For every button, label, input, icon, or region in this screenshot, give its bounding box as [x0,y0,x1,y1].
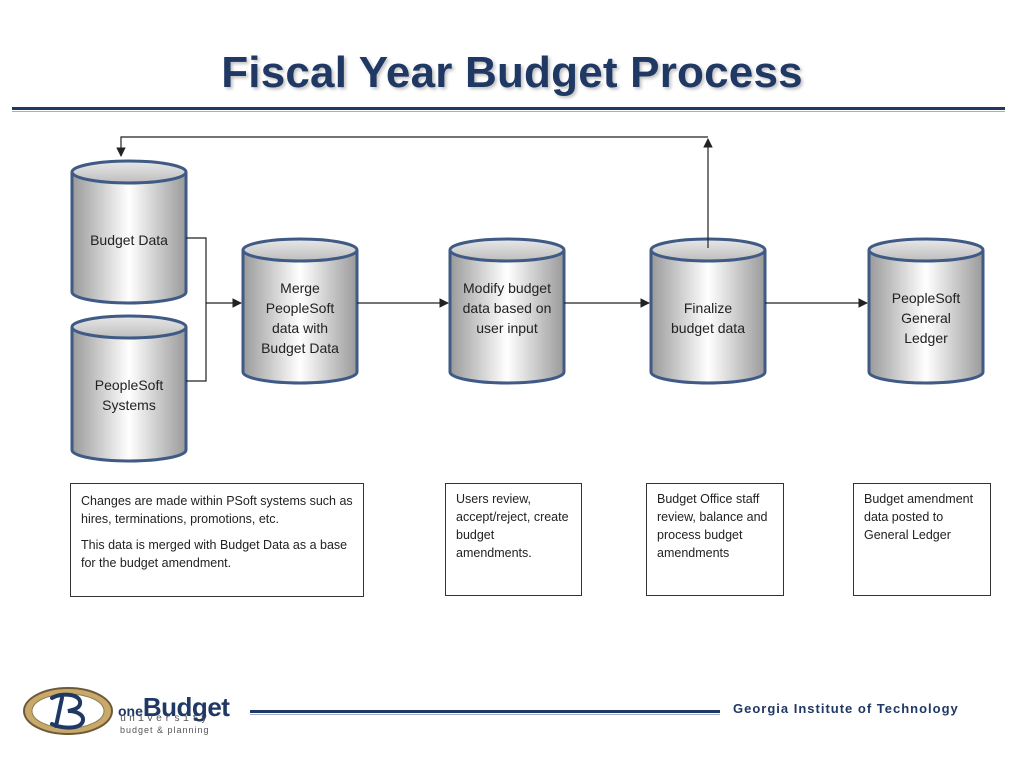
title-divider-shadow [12,111,1005,112]
peoplesoft-systems-label: PeopleSoft Systems [94,377,164,413]
general-ledger-label: PeopleSoft General Ledger [891,290,961,346]
connector-budget-data [186,237,207,303]
note-changes-text-2: This data is merged with Budget Data as … [81,538,348,570]
note-posted: Budget amendment data posted to General … [853,483,991,596]
onebudget-wordmark: oneBudget [118,692,230,723]
cylinder-general-ledger [867,237,985,385]
logo-one-text: one [118,703,143,719]
footer-organization: Georgia Institute of Technology [733,701,959,716]
connector-peoplesoft-systems [186,303,207,382]
title-divider [12,107,1005,110]
cylinder-budget-data [70,159,188,305]
note-budget-office: Budget Office staff review, balance and … [646,483,784,596]
footer-divider [250,710,720,713]
note-users-review: Users review, accept/reject, create budg… [445,483,582,596]
logo-university-text: university [120,714,211,725]
page-title: Fiscal Year Budget Process [221,48,803,97]
merge-label: Merge PeopleSoft data with Budget Data [261,280,339,356]
budget-data-label: Budget Data [90,232,168,248]
note-changes-text-1: Changes are made within PSoft systems su… [81,494,353,526]
cylinder-peoplesoft-systems [70,314,188,463]
onebudget-logo-icon [23,687,113,735]
logo-tagline-text: budget & planning [120,725,210,735]
modify-label: Modify budget data based on user input [462,280,552,336]
cylinder-merge [241,237,359,385]
footer-divider-shadow [250,714,720,715]
feedback-line [116,136,708,157]
finalize-label: Finalize budget data [671,300,745,336]
logo-budget-text: Budget [142,692,230,722]
cylinder-finalize [649,237,767,385]
cylinder-modify [448,237,566,385]
note-changes: Changes are made within PSoft systems su… [70,483,364,597]
